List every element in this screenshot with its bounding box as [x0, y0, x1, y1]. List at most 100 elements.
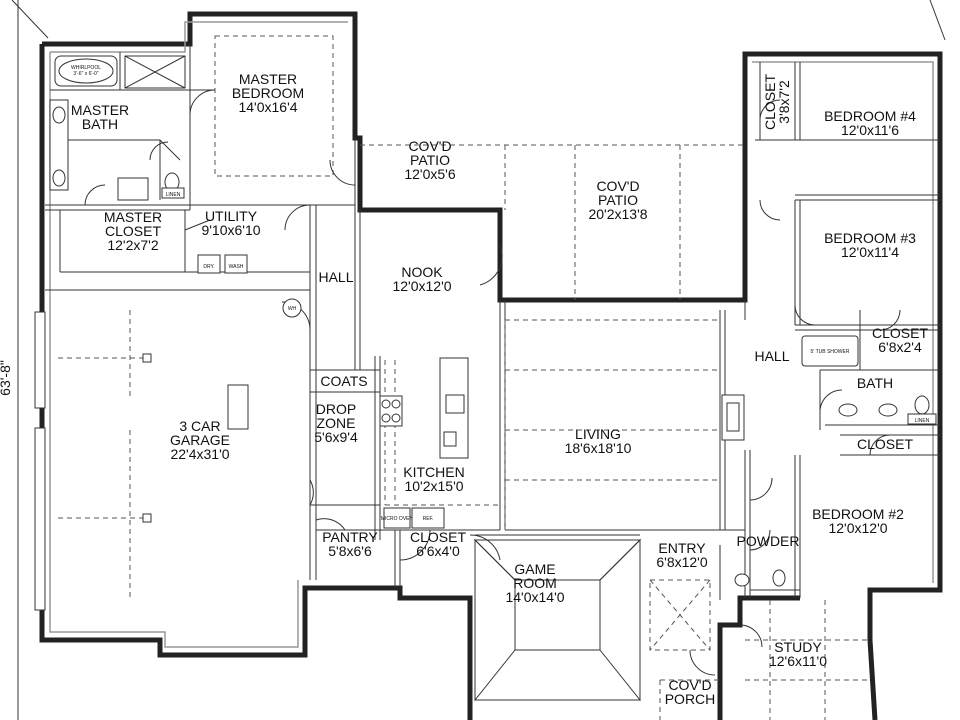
door-swings — [84, 89, 901, 676]
linen-bath-label: LINEN — [915, 418, 930, 424]
room-name: ZONE — [317, 415, 356, 431]
room-name: KITCHEN — [403, 464, 464, 480]
toilet-icon — [772, 569, 786, 587]
room-size: 18'6x18'10 — [565, 440, 632, 456]
overall-dimension-label: 63'-8" — [0, 360, 13, 396]
room-size: 12'6x11'0 — [769, 653, 827, 669]
room-name: GAME — [514, 561, 555, 577]
room-powder: POWDER — [737, 533, 800, 549]
room-bedroom4: BEDROOM #412'0x11'6 — [824, 108, 916, 138]
refrigerator — [411, 507, 445, 529]
room-name: CLOSET — [762, 74, 778, 130]
room-size: 5'8x6'6 — [328, 543, 372, 559]
exterior-walls — [39, 11, 943, 720]
room-name: BATH — [82, 116, 118, 132]
room-size: 12'0x11'6 — [841, 122, 899, 138]
room-name: PATIO — [598, 192, 638, 208]
dryer-label: DRY. — [203, 264, 214, 270]
fixtures: WHIRLPOOL 3'-6" x 6'-0" LINEN DRY. WASH … — [34, 55, 937, 611]
room-size: 22'4x31'0 — [170, 446, 229, 462]
room-name: COV'D — [596, 178, 639, 194]
room-name: BATH — [857, 375, 893, 391]
sink-icon — [838, 403, 858, 417]
sink-icon — [52, 169, 66, 187]
room-size: 12'0x11'4 — [841, 244, 899, 260]
sink-icon — [734, 573, 750, 587]
room-name: CLOSET — [410, 529, 466, 545]
room-size: 12'0x5'6 — [404, 166, 455, 182]
ref-label: REF. — [423, 516, 434, 522]
room-name: COV'D — [408, 138, 451, 154]
room-name: PATIO — [410, 152, 450, 168]
room-labels: MASTERBEDROOM14'0x16'4MASTERBATHMASTERCL… — [71, 71, 929, 707]
tub-shower — [801, 335, 859, 367]
room-name: MASTER — [71, 102, 129, 118]
tub-shower-label: 5' TUB SHOWER — [811, 349, 850, 355]
room-name: CLOSET — [872, 325, 928, 341]
room-name: BEDROOM #4 — [824, 108, 916, 124]
interior-walls — [45, 44, 940, 600]
room-name: CLOSET — [105, 223, 161, 239]
room-bedroom3: BEDROOM #312'0x11'4 — [824, 230, 916, 260]
room-size: 5'6x9'4 — [314, 429, 358, 445]
room-name: GARAGE — [170, 432, 230, 448]
sink-icon — [445, 394, 465, 414]
water-heater-label: WH — [288, 306, 297, 312]
room-name: POWDER — [737, 533, 800, 549]
room-size: 3'8x7'2 — [776, 80, 792, 124]
room-hall-left: HALL — [318, 269, 353, 285]
room-name: COATS — [320, 373, 367, 389]
room-size: 9'10x6'10 — [201, 222, 260, 238]
room-size: 12'2x7'2 — [107, 237, 158, 253]
room-size: 6'6x4'0 — [416, 543, 460, 559]
microwave-oven — [383, 507, 411, 529]
room-name: MASTER — [239, 71, 297, 87]
room-size: 10'2x15'0 — [404, 478, 463, 494]
room-name: COV'D — [668, 677, 711, 693]
room-bath: BATH — [857, 375, 893, 391]
room-name: CLOSET — [857, 436, 913, 452]
room-name: HALL — [318, 269, 353, 285]
room-size: 12'0x12'0 — [828, 520, 887, 536]
dryer — [197, 254, 221, 274]
room-name: BEDROOM #3 — [824, 230, 916, 246]
toilet-icon — [914, 395, 930, 415]
room-name: ENTRY — [658, 540, 706, 556]
room-name: LIVING — [575, 426, 621, 442]
linen-master-label: LINEN — [166, 192, 181, 198]
room-size: 12'0x12'0 — [392, 278, 451, 294]
room-coats: COATS — [320, 373, 367, 389]
room-name: BEDROOM #2 — [812, 506, 904, 522]
room-size: 6'8x2'4 — [878, 339, 922, 355]
room-name: NOOK — [401, 264, 443, 280]
whirlpool-size: 3'-6" x 6'-0" — [73, 71, 98, 77]
room-name: 3 CAR — [179, 418, 220, 434]
water-heater — [282, 298, 302, 318]
room-hall-right: HALL — [754, 348, 789, 364]
room-name: STUDY — [774, 639, 822, 655]
sink-icon — [52, 106, 66, 124]
washer-label: WASH — [229, 264, 244, 270]
room-name: BEDROOM — [232, 85, 304, 101]
sink-icon — [878, 403, 898, 417]
